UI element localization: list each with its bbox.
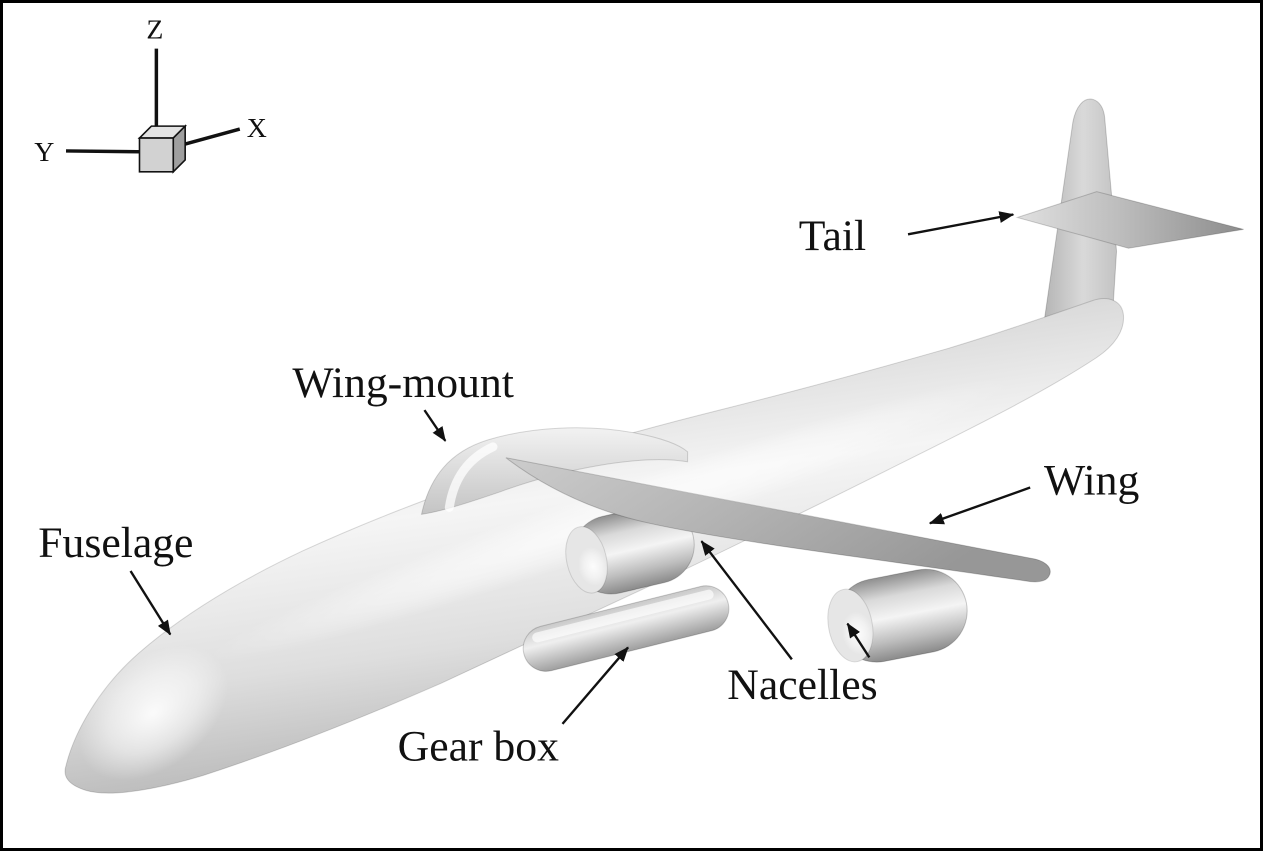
- axis-y-label: Y: [34, 137, 54, 168]
- nacelles-arrow-outer: [846, 622, 871, 659]
- axis-z-label: Z: [146, 15, 163, 46]
- nacelles-label: Nacelles: [727, 661, 877, 709]
- tail-label: Tail: [799, 212, 866, 260]
- wing-arrow: [928, 486, 1031, 525]
- aircraft-model: [64, 98, 1244, 794]
- wing-mount-arrow: [423, 409, 447, 442]
- gear-box-shape: [522, 585, 730, 672]
- gear-box-arrow: [561, 646, 629, 725]
- annotation-labels: Tail Wing-mount Wing Fuselage Nacelles G…: [38, 212, 1139, 770]
- axis-x-label: X: [247, 113, 267, 144]
- outer-nacelle-shape: [827, 568, 968, 663]
- inner-nacelle-shape: [565, 504, 695, 595]
- tail-arrow: [907, 211, 1015, 236]
- horizontal-stabilizer-shape: [1015, 191, 1244, 249]
- wing-shape: [505, 457, 1051, 583]
- nacelles-arrow-inner: [700, 540, 793, 661]
- annotation-arrows: [129, 211, 1031, 725]
- diagram-canvas: Z X Y Tail Wing-mount Wing Fuselage Nace…: [34, 15, 1244, 794]
- wing-label: Wing: [1044, 457, 1139, 505]
- nose-highlight: [78, 645, 228, 781]
- fuselage-arrow: [129, 570, 172, 636]
- gear-box-label: Gear box: [398, 723, 559, 771]
- fuselage-label: Fuselage: [38, 519, 193, 567]
- wing-mount-label: Wing-mount: [292, 359, 513, 407]
- wing-mount-highlight: [444, 442, 498, 512]
- axis-origin-cube: [137, 124, 188, 174]
- axis-triad: Z X Y: [34, 15, 267, 174]
